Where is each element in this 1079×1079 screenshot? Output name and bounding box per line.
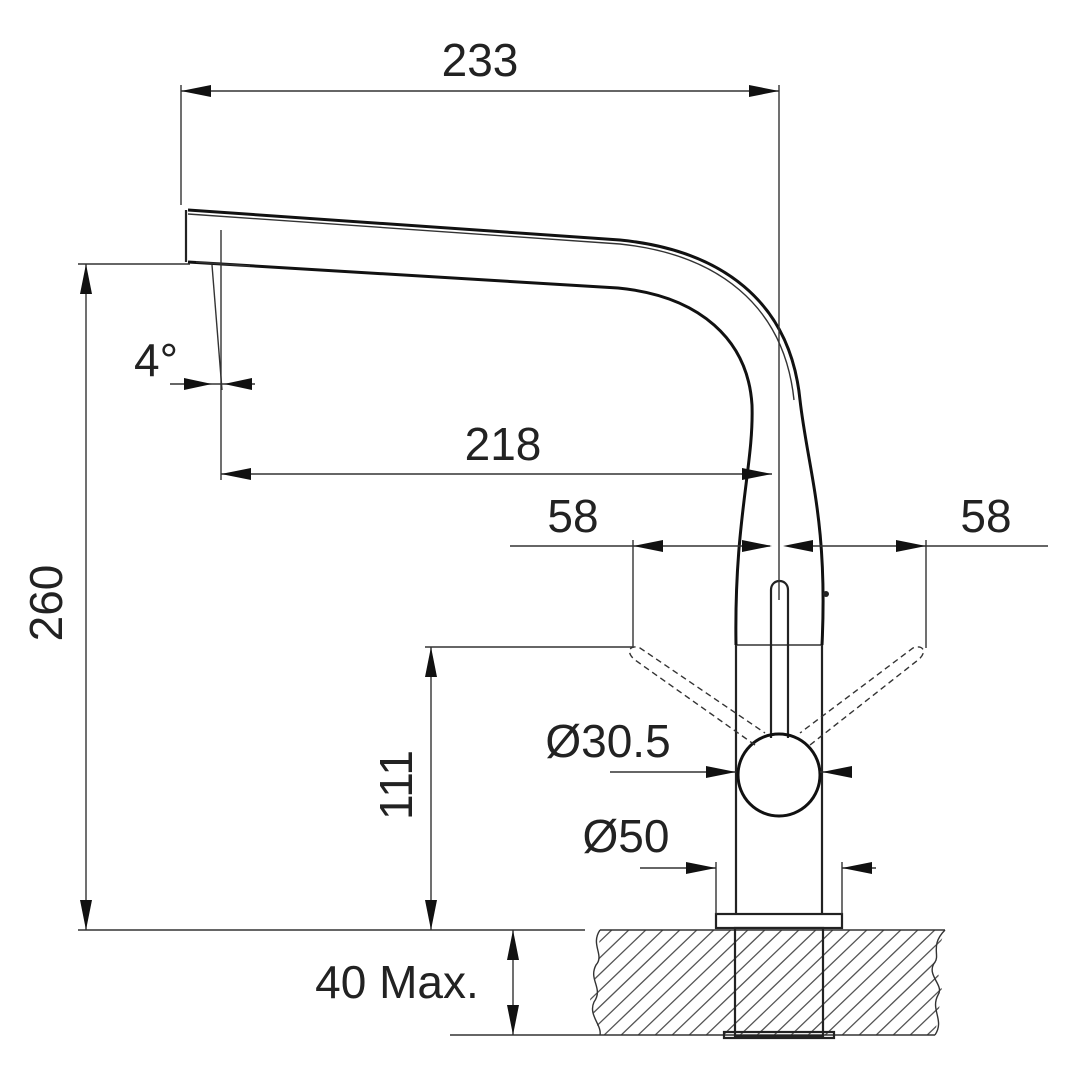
hatch-line — [700, 930, 822, 1035]
label-max-counter-thickness: 40 Max. — [315, 956, 479, 1008]
hatch-line — [938, 930, 945, 1035]
label-lever-right-swing: 58 — [960, 490, 1011, 542]
hatch-line — [590, 930, 669, 1035]
lever-hub — [736, 732, 822, 818]
body-sensor-dot — [823, 591, 829, 597]
lever-swing-right — [799, 646, 925, 746]
hatch-line — [590, 930, 703, 1035]
hatch-line — [632, 930, 754, 1035]
dimension-labels: 233 218 4° 58 58 260 111 Ø30.5 Ø50 40 Ma… — [20, 34, 1012, 1008]
hatch-line — [768, 930, 890, 1035]
hatch-line — [717, 930, 839, 1035]
label-spout-angle: 4° — [134, 334, 178, 386]
hatch-line — [590, 930, 652, 1035]
hatch-line — [956, 925, 1076, 1040]
hatch-line — [683, 930, 805, 1035]
hatch-line — [649, 930, 771, 1035]
label-body-diameter: Ø50 — [583, 810, 670, 862]
hatch-line — [590, 930, 601, 1035]
hatch-line — [751, 930, 873, 1035]
dimension-lines — [80, 85, 926, 1035]
lever-swing-left — [628, 646, 766, 746]
faucet-body — [734, 644, 824, 914]
hatch-line — [666, 930, 788, 1035]
label-lever-hub-diameter: Ø30.5 — [545, 715, 670, 767]
hatch-line — [973, 925, 1079, 1040]
label-overall-reach: 233 — [442, 34, 519, 86]
hatch-line — [887, 930, 945, 1035]
hatch-line — [990, 925, 1079, 1040]
hatch-line — [590, 930, 686, 1035]
label-spout-reach: 218 — [465, 418, 542, 470]
hatch-line — [904, 930, 945, 1035]
countertop-hatch — [590, 925, 1079, 1040]
hatch-line — [819, 930, 941, 1035]
label-lever-left-swing: 58 — [547, 490, 598, 542]
hatch-line — [802, 930, 924, 1035]
extension-lines — [78, 85, 1048, 1036]
lever-handle — [736, 579, 822, 818]
hatch-line — [785, 930, 907, 1035]
hatch-line — [870, 930, 945, 1035]
hatch-line — [921, 930, 945, 1035]
countertop — [590, 925, 1079, 1040]
label-lever-height: 111 — [370, 750, 422, 820]
hatch-line — [734, 930, 856, 1035]
hatch-line — [615, 930, 737, 1035]
label-overall-height: 260 — [20, 565, 72, 642]
hatch-line — [590, 930, 635, 1035]
hatch-line — [853, 930, 945, 1035]
hatch-line — [598, 930, 720, 1035]
mounting-shank — [714, 912, 844, 1040]
